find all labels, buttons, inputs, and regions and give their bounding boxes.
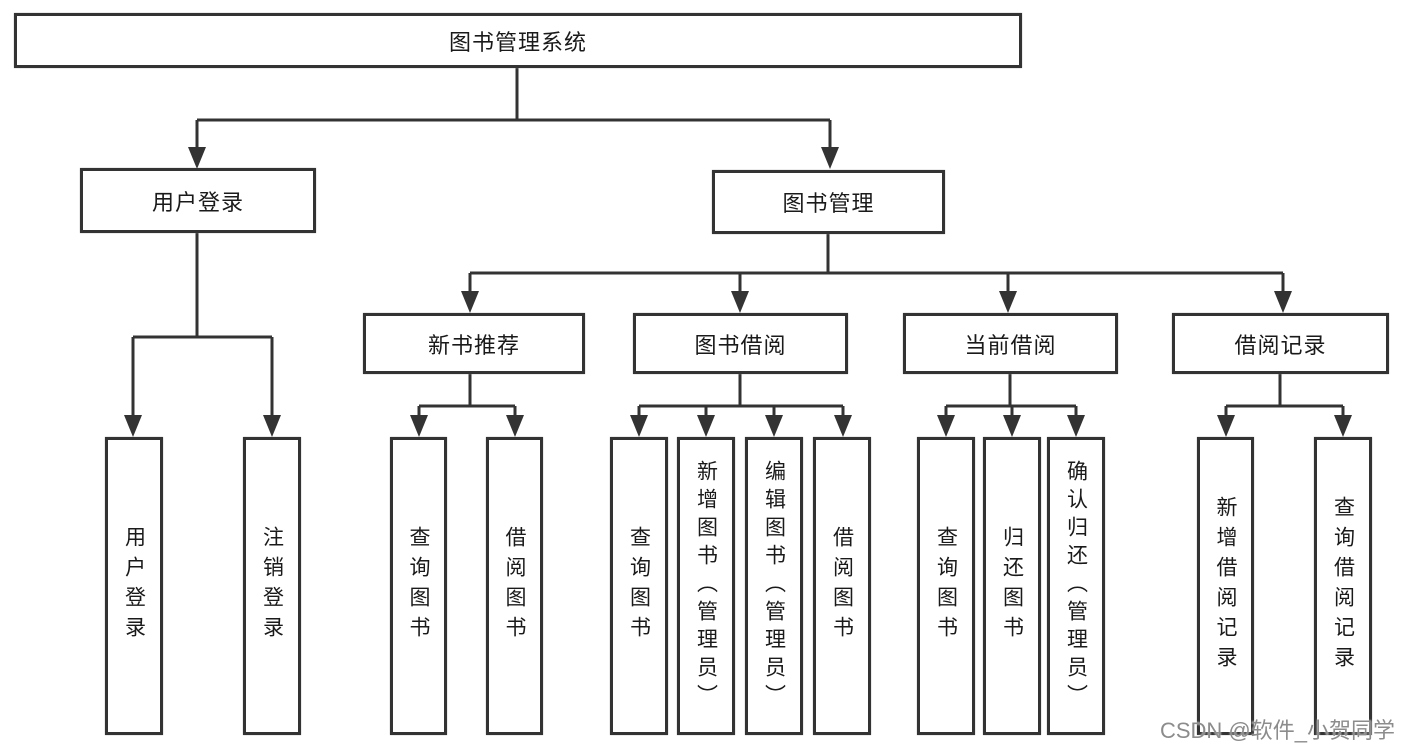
leaf-edit-books-admin-label: 编辑图书（管理员） (762, 460, 786, 712)
leaf-add-books-admin-label: 新增图书（管理员） (694, 460, 718, 712)
leaf-query-books-3-label: 查询图书 (934, 526, 958, 646)
csdn-watermark: CSDN @软件_小贺同学 (1159, 718, 1395, 743)
leaf-logout: 注销登录 (243, 437, 301, 735)
leaf-borrow-books-1-label: 借阅图书 (503, 526, 526, 646)
leaf-edit-books-admin: 编辑图书（管理员） (745, 437, 803, 735)
leaf-query-books-2: 查询图书 (610, 437, 668, 735)
leaf-borrow-books-2-label: 借阅图书 (830, 526, 854, 646)
leaf-query-books-3: 查询图书 (917, 437, 975, 735)
leaf-user-login-label: 用户登录 (122, 526, 146, 646)
node-current-borrow: 当前借阅 (903, 313, 1118, 374)
leaf-add-books-admin: 新增图书（管理员） (677, 437, 735, 735)
node-book-management-label: 图书管理 (782, 191, 875, 216)
node-book-borrow: 图书借阅 (633, 313, 848, 374)
leaf-add-borrow-record: 新增借阅记录 (1197, 437, 1254, 735)
node-library-system: 图书管理系统 (14, 13, 1022, 68)
node-library-system-label: 图书管理系统 (448, 29, 587, 55)
leaf-query-books-1: 查询图书 (390, 437, 447, 735)
node-new-book-recommend: 新书推荐 (363, 313, 585, 374)
leaf-return-books: 归还图书 (983, 437, 1041, 735)
leaf-borrow-books-2: 借阅图书 (813, 437, 871, 735)
node-user-login: 用户登录 (80, 168, 316, 233)
leaf-user-login: 用户登录 (105, 437, 163, 735)
node-new-book-recommend-label: 新书推荐 (427, 332, 520, 358)
leaf-query-books-1-label: 查询图书 (407, 526, 430, 646)
leaf-confirm-return-admin: 确认归还（管理员） (1047, 437, 1105, 735)
leaf-return-books-label: 归还图书 (1000, 526, 1024, 646)
leaf-confirm-return-admin-label: 确认归还（管理员） (1064, 460, 1088, 712)
leaf-query-books-2-label: 查询图书 (627, 526, 651, 646)
node-book-management: 图书管理 (712, 170, 945, 234)
node-book-borrow-label: 图书借阅 (694, 332, 787, 358)
node-user-login-label: 用户登录 (151, 189, 244, 215)
leaf-borrow-books-1: 借阅图书 (486, 437, 543, 735)
leaf-logout-label: 注销登录 (260, 526, 284, 646)
node-current-borrow-label: 当前借阅 (964, 332, 1057, 358)
leaf-add-borrow-record-label: 新增借阅记录 (1214, 496, 1237, 676)
node-borrow-records-label: 借阅记录 (1234, 332, 1327, 358)
node-borrow-records: 借阅记录 (1172, 313, 1389, 374)
leaf-query-borrow-record-label: 查询借阅记录 (1331, 496, 1355, 676)
leaf-query-borrow-record: 查询借阅记录 (1314, 437, 1372, 735)
